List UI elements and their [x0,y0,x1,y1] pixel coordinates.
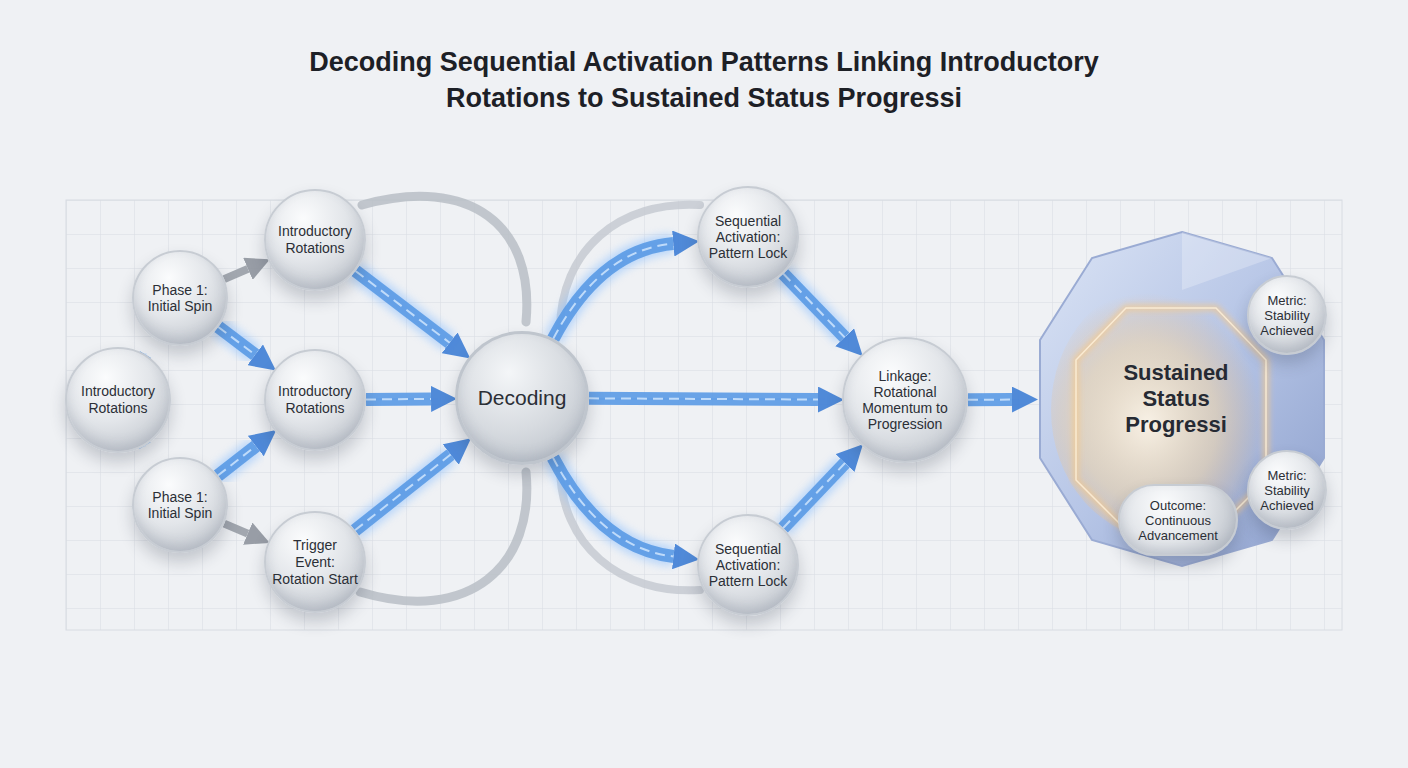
node-label: Trigger Event: Rotation Start [272,537,358,588]
arrow-glow [783,463,845,528]
flow-arrow [553,244,673,339]
node-label: Introductory Rotations [73,383,163,417]
phase-node: Phase 1: Initial Spin [132,457,228,553]
arrow-shaft [783,274,844,338]
arrow-shaft [218,327,255,355]
arrow-highlight [783,463,845,528]
node-label: Sequential Activation: Pattern Lock [705,213,791,261]
arrow-highlight [968,399,1012,401]
trigger-node: Trigger Event: Rotation Start [264,511,366,613]
start-node: Introductory Rotations [65,347,171,453]
flow-arrow [218,327,255,355]
arrow-shaft [224,524,248,534]
arrow-shaft [783,463,845,528]
arrow-glow [589,398,818,399]
pattern-node: Sequential Activation: Pattern Lock [697,514,799,616]
arrow-glow [218,327,255,355]
arrow-glow [355,455,451,531]
arrow-highlight [553,457,674,556]
arrow-highlight [589,398,818,399]
arrow-shaft [589,398,818,399]
arrow-highlight [366,398,431,401]
node-label: Linkage: Rotational Momentum to Progress… [850,368,960,432]
phase-node: Phase 1: Initial Spin [132,250,228,346]
arrow-shaft [968,393,1012,406]
flow-arrow [783,463,845,528]
arrow-highlight [218,327,255,355]
arrow-glow [553,457,674,556]
polygon-facet [1182,232,1272,290]
node-label: Sequential Activation: Pattern Lock [705,541,791,589]
grid-panel [66,200,1342,630]
flow-arrow [553,457,674,556]
arrow-shaft [355,455,451,531]
arrow-shaft [553,457,674,556]
flow-arrow [224,269,248,279]
node-label: Outcome: Continuous Advancement [1124,498,1232,543]
arrow-shaft [356,271,450,343]
flow-arrow [218,446,256,475]
pattern-node: Sequential Activation: Pattern Lock [697,186,799,288]
node-label: Decoding [478,386,567,410]
arrow-shaft [224,269,248,279]
arrow-glow [218,446,256,475]
arrow-glow [783,274,844,338]
flow-arrow [968,399,1012,400]
decoding-hub: Decoding [455,331,589,465]
node-label: Phase 1: Initial Spin [140,489,220,521]
linkage-node: Linkage: Rotational Momentum to Progress… [842,337,968,463]
flow-arrow [589,398,818,399]
outcome-badge: Outcome: Continuous Advancement [1118,484,1238,556]
node-label: Sustained Status Progressi [1096,360,1256,438]
flow-arrow [224,524,248,534]
flow-arrow [783,274,844,338]
node-label: Metric: Stability Achieved [1253,468,1321,513]
arrow-highlight [218,446,256,475]
arrow-glow [968,390,1012,410]
node-label: Metric: Stability Achieved [1253,293,1321,338]
arrow-glow [553,244,673,339]
rotation-node: Introductory Rotations [264,189,366,291]
flow-arrow [356,271,450,343]
arrow-shaft [218,446,256,475]
arrow-glow [366,389,431,410]
arrow-shaft [553,244,673,339]
arrow-shaft [366,392,431,406]
metric-badge: Metric: Stability Achieved [1247,450,1327,530]
diagram-title: Decoding Sequential Activation Patterns … [284,44,1124,116]
arrow-highlight [356,271,450,343]
arrow-highlight [355,455,451,531]
decor-arc [360,472,527,601]
node-label: Phase 1: Initial Spin [140,282,220,314]
flow-arrow [355,455,451,531]
arrow-glow [356,271,450,343]
arrow-highlight [783,274,844,338]
node-label: Introductory Rotations [272,383,358,417]
rotation-node: Introductory Rotations [264,349,366,451]
outcome-polygon: Sustained Status ProgressiMetric: Stabil… [1036,230,1328,568]
arrow-highlight [553,244,673,339]
metric-badge: Metric: Stability Achieved [1247,275,1327,355]
flow-arrow [366,398,431,400]
node-label: Introductory Rotations [272,223,358,257]
